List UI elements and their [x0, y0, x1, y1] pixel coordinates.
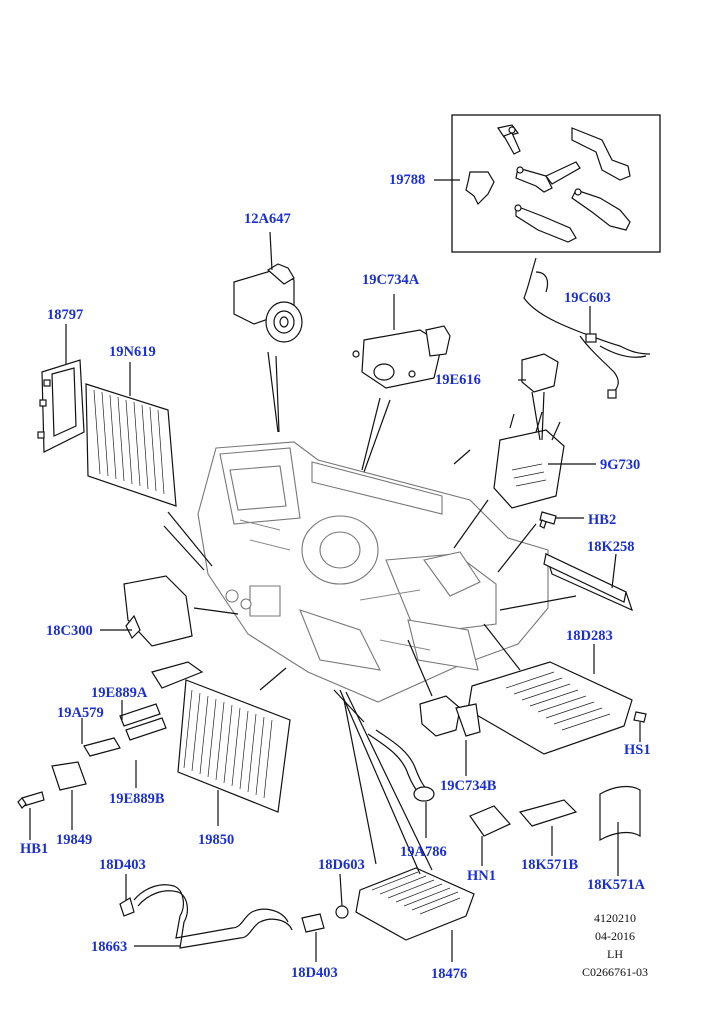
label-HS1: HS1 — [624, 742, 651, 758]
label-19849: 19849 — [56, 832, 93, 848]
reference-number: 4120210 — [594, 911, 636, 925]
label-18D403-lower: 18D403 — [291, 965, 338, 981]
part-19A579-pipe-bracket — [83, 703, 167, 757]
part-18K571B-bracket — [518, 799, 578, 827]
part-18476-heater-core — [355, 867, 475, 941]
part-HB2-screw — [539, 511, 557, 529]
inset-frame — [451, 114, 661, 253]
part-19850-heater-core — [151, 661, 291, 813]
part-19788-actuator-levers — [465, 124, 631, 243]
part-19E616-actuator — [521, 353, 559, 393]
label-19E889A: 19E889A — [91, 685, 148, 701]
part-19849-connector-block — [51, 761, 87, 791]
label-18797: 18797 — [47, 307, 84, 323]
label-18476: 18476 — [431, 966, 468, 982]
part-18D603-oring — [335, 905, 349, 919]
part-9G730-control-module — [493, 411, 565, 509]
part-18D283-evaporator — [467, 661, 633, 755]
label-19E889B: 19E889B — [109, 791, 165, 807]
label-18D603: 18D603 — [318, 857, 365, 873]
part-18797-filter-frame — [37, 359, 85, 453]
reference-code: C0266761-03 — [582, 965, 648, 979]
label-18D403-upper: 18D403 — [99, 857, 146, 873]
label-19C603: 19C603 — [564, 290, 611, 306]
part-19C603-wiring-harness — [523, 257, 651, 399]
reference-side: LH — [607, 947, 623, 961]
label-19A786: 19A786 — [400, 844, 447, 860]
part-HN1-clip — [469, 805, 511, 837]
label-19A579: 19A579 — [57, 705, 104, 721]
part-19C734B-actuator — [419, 695, 481, 737]
label-19C734A: 19C734A — [362, 272, 420, 288]
reference-date: 04-2016 — [595, 929, 635, 943]
label-19E616: 19E616 — [435, 372, 481, 388]
part-12A647-blower-motor — [233, 263, 303, 343]
part-HB1-bolt — [17, 791, 45, 809]
part-18C300-duct — [123, 575, 193, 647]
label-19N619: 19N619 — [109, 344, 156, 360]
label-18D283: 18D283 — [566, 628, 613, 644]
hvac-housing-assembly — [197, 441, 549, 703]
label-19788: 19788 — [389, 172, 426, 188]
part-18K258-heater-strip — [543, 552, 634, 612]
label-18K258: 18K258 — [587, 539, 635, 555]
label-12A647: 12A647 — [244, 211, 291, 227]
part-19C734A-actuator — [352, 325, 451, 389]
part-19A786-pipe — [367, 729, 435, 802]
label-19850: 19850 — [198, 832, 235, 848]
label-18K571A: 18K571A — [587, 877, 645, 893]
label-18K571B: 18K571B — [521, 857, 579, 873]
label-18C300: 18C300 — [46, 623, 93, 639]
label-19C734B: 19C734B — [440, 778, 497, 794]
part-HS1-screw — [633, 711, 647, 723]
label-HB2: HB2 — [588, 512, 617, 528]
label-18663: 18663 — [91, 939, 128, 955]
label-HB1: HB1 — [20, 841, 49, 857]
label-HN1: HN1 — [467, 868, 496, 884]
label-9G730: 9G730 — [600, 457, 641, 473]
part-19N619-cabin-filter — [85, 383, 177, 507]
part-18K571A-heat-shield — [599, 785, 641, 842]
part-18D403-clip — [301, 913, 325, 933]
part-18663-heater-pipe — [119, 884, 293, 949]
